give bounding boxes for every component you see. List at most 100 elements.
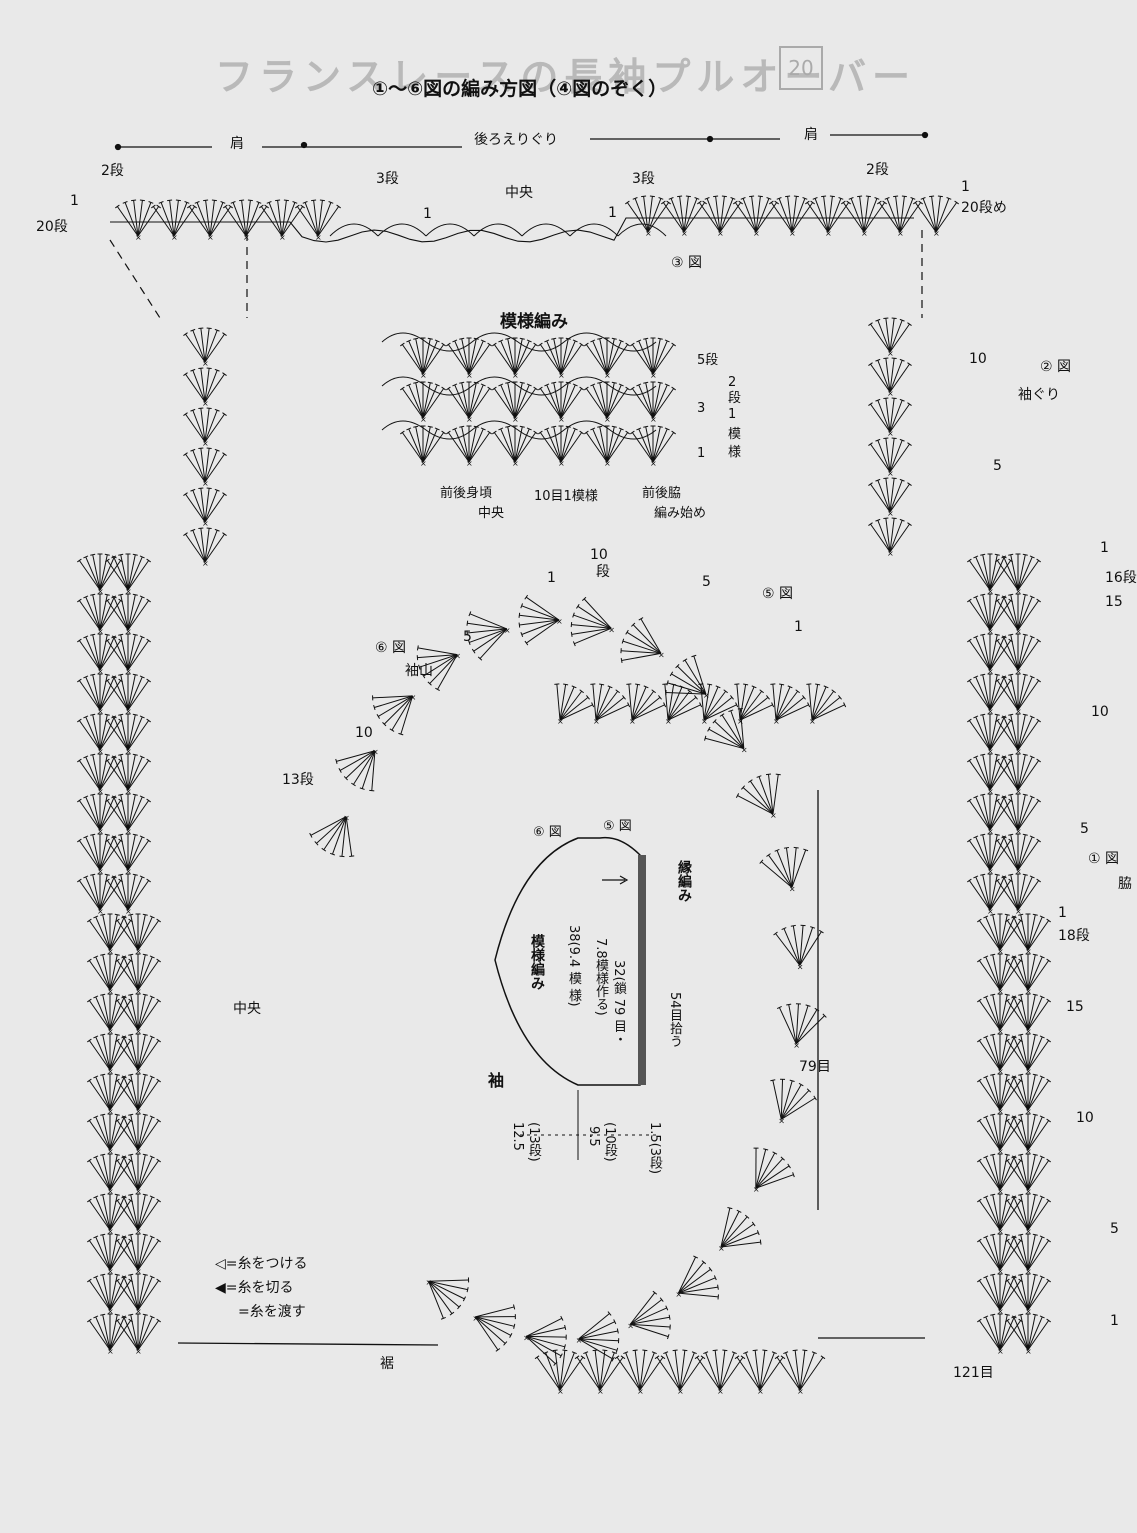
stitch-line <box>606 340 622 375</box>
stitch-tick <box>620 1355 626 1360</box>
stitch-line <box>885 318 891 353</box>
stitch-tick <box>636 427 642 431</box>
stitch-line <box>507 338 516 375</box>
stitch-x: × <box>426 1278 433 1287</box>
stitch-line <box>95 916 111 951</box>
stitch-tick <box>789 1079 795 1082</box>
stitch-line <box>353 750 376 785</box>
stitch-line <box>428 1280 468 1291</box>
stitch-tick <box>891 437 897 440</box>
stitch-tick <box>206 327 212 330</box>
stitch-line <box>1027 914 1036 951</box>
stitch-x: × <box>557 1387 564 1396</box>
stitch-tick <box>1011 915 1017 919</box>
figure-5-label: ⑤ 図 <box>762 586 794 602</box>
stitch-tick <box>319 199 325 202</box>
stitch-line <box>1010 554 1019 591</box>
stitch-tick <box>1029 835 1035 839</box>
stitch-line <box>1013 916 1029 951</box>
stitch-line <box>996 720 1019 751</box>
row-label: 5 <box>993 458 1002 474</box>
stitch-tick <box>615 1347 619 1353</box>
stitch-tick <box>156 1278 161 1283</box>
stitch-line <box>982 754 991 791</box>
pattern-bottom-label: 中央 <box>478 506 505 521</box>
stitch-x: × <box>997 1227 1004 1236</box>
stitch-tick <box>875 398 881 402</box>
stitch-tick <box>1005 918 1010 923</box>
stitch-line <box>560 338 569 375</box>
stitch-line <box>1006 1080 1029 1111</box>
stitch-line <box>92 674 101 711</box>
stitch-line <box>1017 880 1040 911</box>
row-label: 1 <box>961 179 970 195</box>
stitch-line <box>109 956 125 991</box>
stitch-line <box>630 1307 667 1325</box>
stitch-tick <box>651 1351 657 1355</box>
stitch-line <box>113 796 129 831</box>
stitch-line <box>720 1223 754 1248</box>
stitch-line <box>736 684 741 721</box>
stitch-line <box>639 1350 646 1391</box>
stitch-tick <box>100 1273 106 1276</box>
stitch-tick <box>1001 795 1007 799</box>
stitch-tick <box>907 522 912 526</box>
stitch-tick <box>677 195 683 198</box>
stitch-tick <box>505 381 511 384</box>
stitch-tick <box>611 425 617 428</box>
stitch-x: × <box>107 1147 114 1156</box>
stitch-tick <box>467 639 471 645</box>
row-label: 1 <box>547 570 556 586</box>
stitch-tick <box>416 645 419 651</box>
stitch-x: × <box>207 233 214 242</box>
stitch-line <box>982 794 991 831</box>
stitch-line <box>102 1074 111 1111</box>
stitch-line <box>137 916 153 951</box>
stitch-tick <box>1004 1153 1010 1156</box>
stitch-line <box>408 340 424 375</box>
stitch-tick <box>995 718 1000 723</box>
stitch-line <box>78 800 101 831</box>
stitch-tick <box>1004 913 1010 916</box>
stitch-tick <box>492 430 497 435</box>
stitch-line <box>652 432 675 463</box>
stitch-line <box>120 754 129 791</box>
stitch-line <box>999 1074 1008 1111</box>
stitch-line <box>468 344 491 375</box>
stitch-line <box>811 704 845 721</box>
stitch-tick <box>198 407 204 410</box>
stitch-line <box>428 1281 444 1319</box>
stitch-tick <box>671 342 676 347</box>
stitch-tick <box>1022 833 1028 836</box>
stitch-line <box>992 1074 1001 1111</box>
stitch-line <box>78 880 101 911</box>
stitch-tick <box>780 1156 785 1161</box>
stitch-tick <box>977 1158 982 1163</box>
stitch-tick <box>526 427 532 431</box>
stitch-line <box>493 344 516 375</box>
hem-line <box>177 1342 439 1346</box>
stitch-line <box>447 344 470 375</box>
stitch-line <box>996 880 1019 911</box>
stitch-line <box>811 696 841 721</box>
stitch-tick <box>1004 1313 1010 1316</box>
stitch-tick <box>983 1235 989 1239</box>
stitch-line <box>123 1196 139 1231</box>
stitch-tick <box>1001 635 1007 639</box>
stitch-tick <box>559 1353 563 1359</box>
stitch-line <box>116 1240 139 1271</box>
stitch-line <box>559 1352 575 1391</box>
stitch-tick <box>118 633 124 636</box>
stitch-tick <box>751 1221 756 1227</box>
stitch-line <box>127 596 143 631</box>
stitch-line <box>1027 1076 1043 1111</box>
stitch-tick <box>142 1033 148 1036</box>
stitch-line <box>204 328 210 363</box>
row-label: 5 <box>702 574 711 590</box>
stitch-line <box>204 450 218 483</box>
stitch-tick <box>1029 795 1035 799</box>
stitch-tick <box>766 695 770 700</box>
stitch-line <box>120 874 129 911</box>
stitch-tick <box>266 201 272 204</box>
stitch-x: × <box>1025 1027 1032 1036</box>
